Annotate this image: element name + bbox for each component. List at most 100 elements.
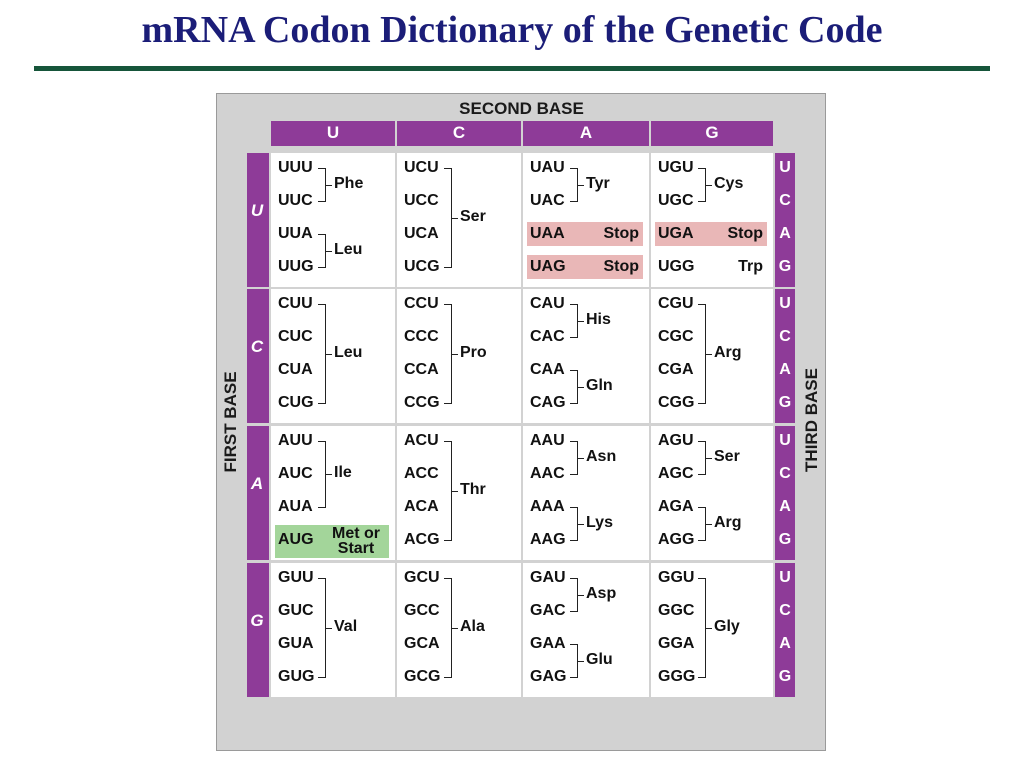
bracket-line <box>325 441 326 507</box>
third-base-letter-a: A <box>779 225 791 242</box>
codon: UUA <box>278 225 313 242</box>
bracket-tick <box>444 168 452 169</box>
bracket-tick <box>578 458 584 459</box>
bracket-line <box>705 507 706 540</box>
amino-acid-label: Cys <box>714 175 744 192</box>
bracket-tick <box>578 185 584 186</box>
third-base-letter-g: G <box>778 531 792 548</box>
bracket-line <box>451 168 452 267</box>
codon: AUG <box>278 531 314 548</box>
bracket-line <box>577 168 578 201</box>
bracket-tick <box>706 354 712 355</box>
bracket-tick <box>444 677 452 678</box>
bracket-tick <box>444 403 452 404</box>
codon: AAA <box>530 498 565 515</box>
bracket-tick <box>444 441 452 442</box>
codon: GUG <box>278 668 315 685</box>
codon: CGG <box>658 394 695 411</box>
bracket-tick <box>578 661 584 662</box>
bracket-tick <box>326 474 332 475</box>
bracket-tick <box>318 201 326 202</box>
codon: GAU <box>530 569 566 586</box>
codon: GCG <box>404 668 441 685</box>
second-base-header-c: C <box>397 121 521 146</box>
bracket-line <box>577 304 578 337</box>
first-base-bar-c: C <box>247 289 269 423</box>
third-base-letter-u: U <box>779 159 791 176</box>
amino-acid-label: Arg <box>714 514 742 531</box>
first-base-letter: C <box>250 337 264 356</box>
codon: AUU <box>278 432 313 449</box>
bracket-tick <box>578 387 584 388</box>
amino-acid-label: Trp <box>738 258 763 275</box>
codon: AGA <box>658 498 694 515</box>
start-codon-highlight <box>275 525 389 558</box>
bracket-tick <box>698 540 706 541</box>
codon: UAG <box>530 258 566 275</box>
amino-acid-label: Tyr <box>586 175 610 192</box>
bracket-tick <box>570 304 578 305</box>
codon: CGU <box>658 295 694 312</box>
bracket-tick <box>318 403 326 404</box>
bracket-line <box>577 370 578 403</box>
codon: GUU <box>278 569 314 586</box>
codon: GCU <box>404 569 440 586</box>
codon: CCC <box>404 328 439 345</box>
codon: GCC <box>404 602 440 619</box>
stop-codon-highlight <box>527 222 643 246</box>
bracket-line <box>451 304 452 403</box>
codon: CUC <box>278 328 313 345</box>
codon: CUA <box>278 361 313 378</box>
codon: CAA <box>530 361 565 378</box>
bracket-tick <box>326 628 332 629</box>
codon: UGU <box>658 159 694 176</box>
bracket-tick <box>318 304 326 305</box>
bracket-line <box>577 578 578 611</box>
bracket-line <box>325 578 326 677</box>
bracket-line <box>451 441 452 540</box>
codon: CCA <box>404 361 439 378</box>
bracket-tick <box>318 441 326 442</box>
codon: CAU <box>530 295 565 312</box>
bracket-tick <box>444 540 452 541</box>
bracket-tick <box>706 185 712 186</box>
bracket-line <box>705 168 706 201</box>
bracket-tick <box>570 644 578 645</box>
codon: UAU <box>530 159 565 176</box>
codon: AGC <box>658 465 694 482</box>
codon: UGC <box>658 192 694 209</box>
first-base-bar-g: G <box>247 563 269 697</box>
bracket-tick <box>318 168 326 169</box>
third-base-letter-a: A <box>779 635 791 652</box>
codon: AUC <box>278 465 313 482</box>
bracket-tick <box>570 677 578 678</box>
bracket-tick <box>570 441 578 442</box>
codon: GGC <box>658 602 695 619</box>
bracket-tick <box>706 628 712 629</box>
bracket-tick <box>318 267 326 268</box>
amino-acid-label: Asp <box>586 585 617 602</box>
amino-acid-label: Leu <box>334 241 363 258</box>
third-base-letter-a: A <box>779 498 791 515</box>
second-base-header-a: A <box>523 121 649 146</box>
amino-acid-label: Stop <box>603 225 639 242</box>
amino-acid-label: Stop <box>727 225 763 242</box>
codon: CAC <box>530 328 565 345</box>
bracket-tick <box>698 441 706 442</box>
amino-acid-label: His <box>586 311 611 328</box>
amino-acid-label: Pro <box>460 344 487 361</box>
codon: ACG <box>404 531 440 548</box>
codon: AAC <box>530 465 565 482</box>
amino-acid-label: Met or Start <box>332 525 380 557</box>
bracket-tick <box>578 595 584 596</box>
codon: CGA <box>658 361 694 378</box>
first-base-label: FIRST BASE <box>221 371 240 473</box>
